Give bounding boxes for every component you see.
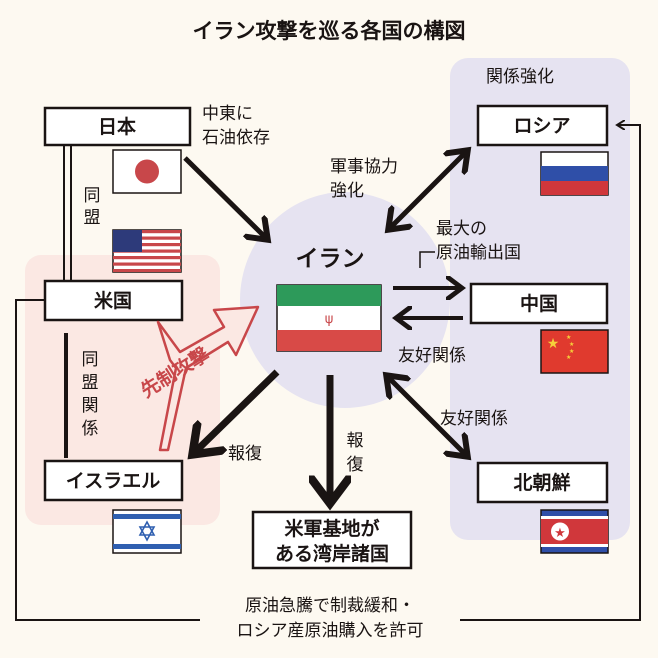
oil-dependence-label-1: 中東に [202, 104, 253, 124]
friendly-north-korea-label: 友好関係 [440, 409, 508, 429]
node-gulf-label-2: ある湾岸諸国 [275, 542, 389, 565]
node-china-label: 中国 [520, 292, 558, 315]
alliance-relation-label: 関 [82, 396, 99, 416]
node-usa [43, 279, 184, 322]
us-flag-icon [112, 229, 182, 273]
svg-text:★: ★ [569, 341, 574, 348]
alliance-label: 盟 [84, 208, 101, 228]
alliance-label: 同 [84, 186, 101, 206]
svg-text:★: ★ [547, 336, 560, 352]
iran-to-israel-arrow [195, 369, 280, 452]
svg-text:ψ: ψ [325, 312, 334, 327]
military-cooperation-label-1: 軍事協力 [330, 157, 398, 177]
japan-flag-icon [112, 149, 182, 194]
iran-russia-arrow [390, 152, 466, 228]
israel-flag-icon [112, 509, 182, 554]
node-gulf-states [251, 510, 413, 570]
svg-text:★: ★ [566, 354, 571, 361]
alliance-relation-label: 同 [82, 350, 99, 370]
node-north-korea [476, 461, 609, 504]
node-japan-label: 日本 [98, 115, 136, 138]
alliance-relation-label: 盟 [82, 373, 99, 393]
group-label: 関係強化 [486, 67, 554, 87]
russia-flag-icon [540, 151, 609, 196]
node-russia-label: ロシア [513, 115, 570, 137]
iran-flag-icon: ψ [276, 284, 382, 352]
japan-to-iran-arrow [183, 156, 266, 238]
china-flag-icon: ★ ★ ★ ★ ★ [540, 329, 609, 374]
node-usa-label: 米国 [94, 289, 132, 312]
retaliation-gulf-label: 報 [347, 431, 364, 451]
bottom-label-1: 原油急騰で制裁緩和・ [245, 596, 415, 616]
friendly-china-label: 友好関係 [398, 346, 466, 366]
node-north-korea-label: 北朝鮮 [513, 471, 570, 494]
svg-text:★: ★ [566, 334, 571, 341]
diagram-title: イラン攻撃を巡る各国の構図 [193, 19, 466, 43]
node-china [469, 282, 609, 325]
retaliation-gulf-label: 復 [347, 455, 364, 475]
svg-text:★: ★ [554, 526, 566, 541]
alliance-relation-label: 係 [82, 419, 99, 439]
node-japan [43, 106, 192, 147]
preemptive-strike-arrow [156, 305, 260, 452]
node-israel-label: イスラエル [66, 470, 160, 492]
node-gulf-label-1: 米軍基地が [284, 517, 379, 540]
us-israel-region [25, 255, 220, 525]
node-israel [43, 459, 184, 502]
largest-exporter-label-1: 最大の [436, 219, 487, 239]
largest-exporter-label-2: 原油輸出国 [436, 243, 521, 263]
military-cooperation-label-2: 強化 [330, 181, 364, 201]
exporter-bracket [419, 251, 435, 268]
iran-north-korea-arrow [388, 377, 466, 455]
node-iran-label: イラン [296, 246, 365, 272]
bottom-label-2: ロシア産原油購入を許可 [237, 621, 424, 641]
svg-text:★: ★ [569, 348, 574, 355]
retaliation-israel-label: 報復 [228, 444, 262, 464]
node-russia [476, 104, 609, 147]
oil-dependence-label-2: 石油依存 [202, 128, 270, 148]
north-korea-flag-icon: ★ [540, 509, 609, 554]
